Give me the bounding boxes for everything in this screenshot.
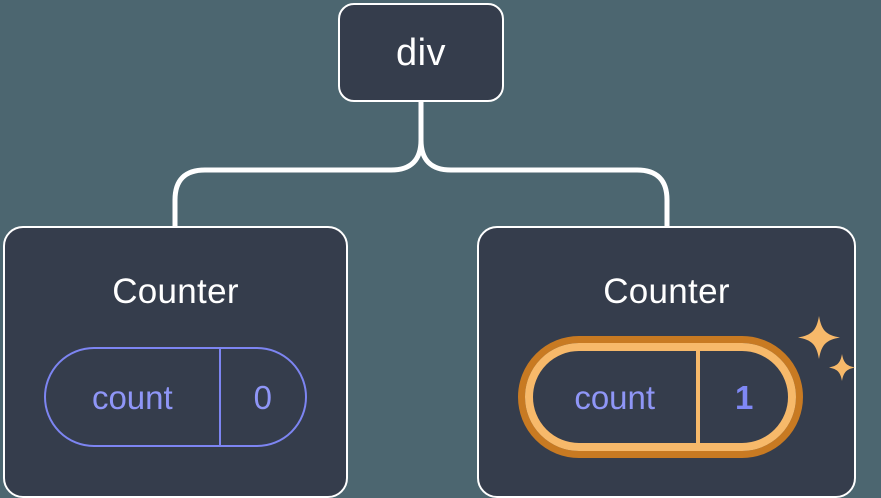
state-pill-right-outer-ring: count 1 [518,336,803,458]
state-value-right: 1 [735,378,754,416]
node-counter-right-title: Counter [603,272,730,311]
state-pill-left[interactable]: count 0 [44,347,307,447]
node-counter-left-title: Counter [112,272,239,311]
connector-right [418,99,670,231]
node-div[interactable]: div [338,3,504,102]
state-key-right: count [533,351,701,443]
state-value-left: 0 [253,378,272,416]
connector-left [172,99,424,231]
state-pill-right-body: count 1 [525,343,796,451]
state-pill-left-body: count 0 [44,347,307,447]
state-key-left: count [46,349,221,445]
node-div-label: div [395,31,447,74]
state-pill-right[interactable]: count 1 [518,336,803,458]
